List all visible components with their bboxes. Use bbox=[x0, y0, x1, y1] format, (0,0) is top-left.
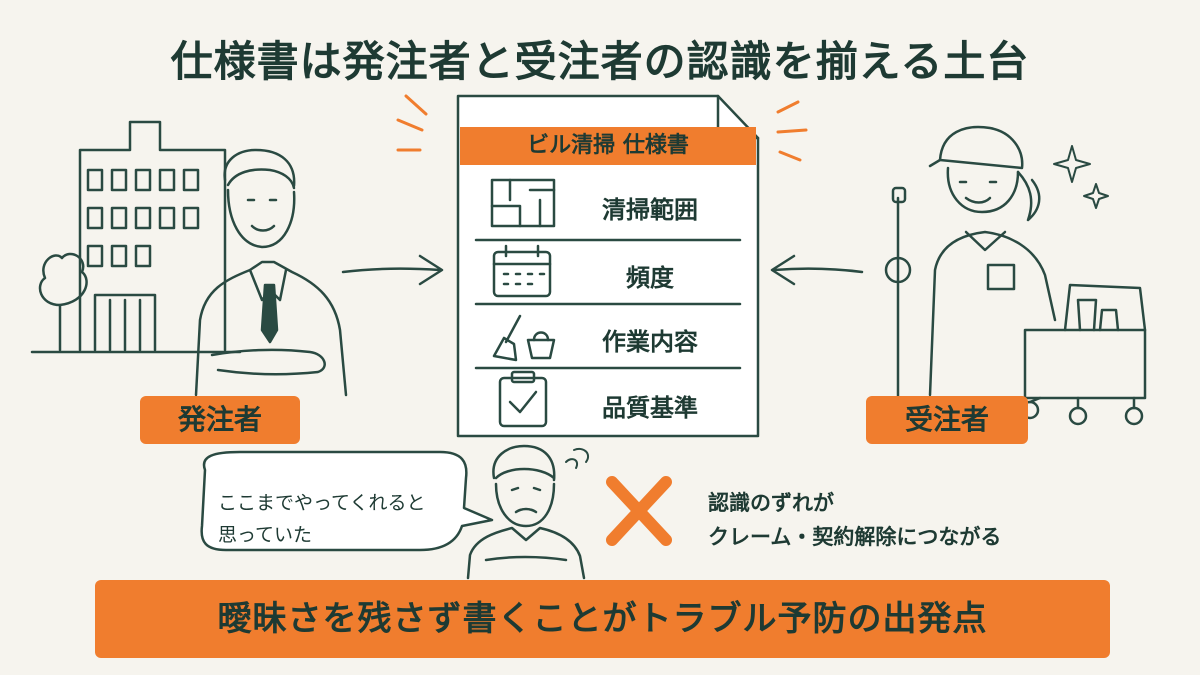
contractor-label: 受注者 bbox=[866, 396, 1028, 444]
item-quality-standard: 品質基準 bbox=[602, 394, 698, 422]
floor-plan-icon bbox=[490, 178, 556, 228]
speech-text: ここまでやってくれると 思っていた bbox=[218, 492, 426, 546]
broom-bucket-icon bbox=[492, 314, 556, 362]
client-person-illustration bbox=[194, 148, 348, 397]
calendar-icon bbox=[492, 244, 552, 298]
clipboard-check-icon bbox=[498, 370, 548, 428]
conclusion-banner: 曖昧さを残さず書くことがトラブル予防の出発点 bbox=[95, 580, 1110, 658]
item-cleaning-scope: 清掃範囲 bbox=[602, 196, 698, 224]
speech-bubble bbox=[200, 450, 494, 552]
item-frequency: 頻度 bbox=[626, 264, 674, 292]
arrow-right-icon bbox=[341, 254, 444, 286]
client-label: 発注者 bbox=[140, 396, 300, 444]
item-work-content: 作業内容 bbox=[602, 328, 698, 356]
arrow-left-icon bbox=[770, 254, 864, 286]
warning-line-1: 認識のずれが bbox=[708, 491, 834, 515]
warning-text: 認識のずれが クレーム・契約解除につながる bbox=[708, 486, 1088, 554]
document-header: ビル清掃 仕様書 bbox=[460, 127, 756, 165]
page-title: 仕様書は発注者と受注者の認識を揃える土台 bbox=[170, 37, 1030, 86]
worried-person-illustration bbox=[466, 444, 590, 580]
warning-line-2: クレーム・契約解除につながる bbox=[708, 525, 1002, 549]
cross-mark-icon bbox=[606, 476, 672, 546]
contractor-person-illustration bbox=[884, 125, 1147, 426]
office-building-icon bbox=[30, 120, 242, 354]
